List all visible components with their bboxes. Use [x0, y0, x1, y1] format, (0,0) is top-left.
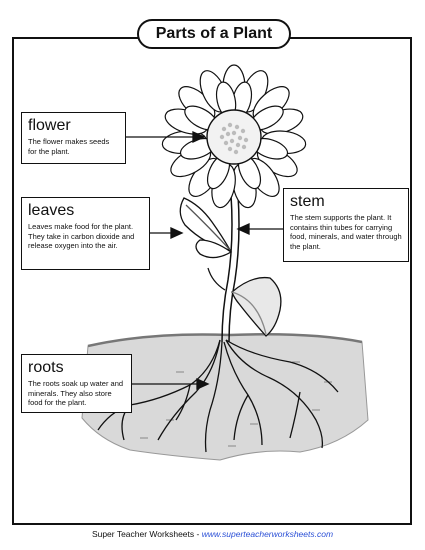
- stem-drawing: [221, 194, 240, 343]
- page-title: Parts of a Plant: [137, 19, 291, 49]
- stem-heading: stem: [290, 193, 325, 210]
- leaves-description: Leaves make food for the plant. They tak…: [28, 222, 135, 250]
- flower-heading: flower: [28, 117, 71, 134]
- roots-heading: roots: [28, 359, 64, 376]
- stem-label-box: stem The stem supports the plant. It con…: [283, 188, 409, 262]
- pointer-arrows: [126, 130, 283, 391]
- leaves-heading: leaves: [28, 202, 75, 219]
- leaves-label-box: leaves Leaves make food for the plant. T…: [21, 197, 150, 270]
- footer-url[interactable]: www.superteacherworksheets.com: [201, 529, 334, 539]
- flower-label-box: flower The flower makes seeds for the pl…: [21, 112, 126, 164]
- roots-description: The roots soak up water and minerals. Th…: [28, 379, 124, 407]
- flower-description: The flower makes seeds for the plant.: [28, 137, 110, 156]
- flower-drawing: [161, 64, 307, 209]
- leaves-drawing: [179, 197, 282, 337]
- roots-drawing: [97, 339, 339, 453]
- stem-description: The stem supports the plant. It contains…: [290, 213, 402, 251]
- roots-label-box: roots The roots soak up water and minera…: [21, 354, 132, 413]
- footer-publisher: Super Teacher Worksheets -: [91, 529, 202, 539]
- footer: Super Teacher Worksheets - www.superteac…: [0, 529, 425, 539]
